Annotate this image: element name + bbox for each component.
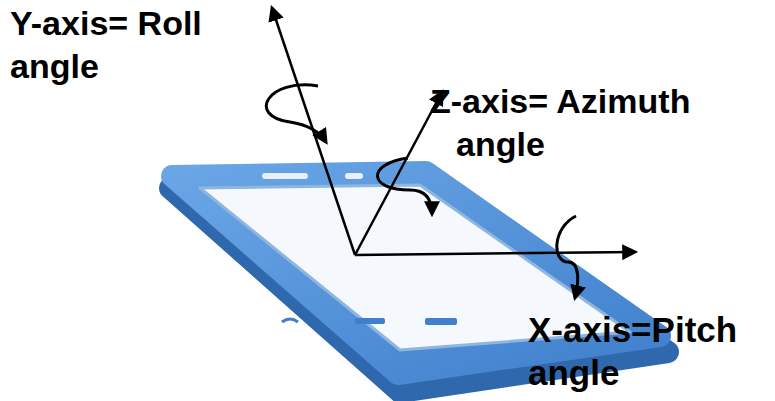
pitch-rotation-arrow (557, 216, 578, 298)
azimuth-rotation-arrow (377, 158, 432, 214)
sensor-slot (345, 173, 363, 179)
roll-rotation-arrow (266, 85, 326, 142)
speaker-slot (262, 173, 308, 179)
axis-label: Y-axis= Roll angle (10, 2, 250, 88)
z-axis (355, 92, 442, 255)
menu-button (425, 318, 457, 325)
x-axis (355, 252, 635, 255)
axis-label: Z-axis= Azimuth angle (430, 80, 771, 166)
home-button (355, 318, 385, 324)
back-button (282, 319, 298, 322)
axis-label: X-axis=Pitch angle (528, 308, 768, 394)
